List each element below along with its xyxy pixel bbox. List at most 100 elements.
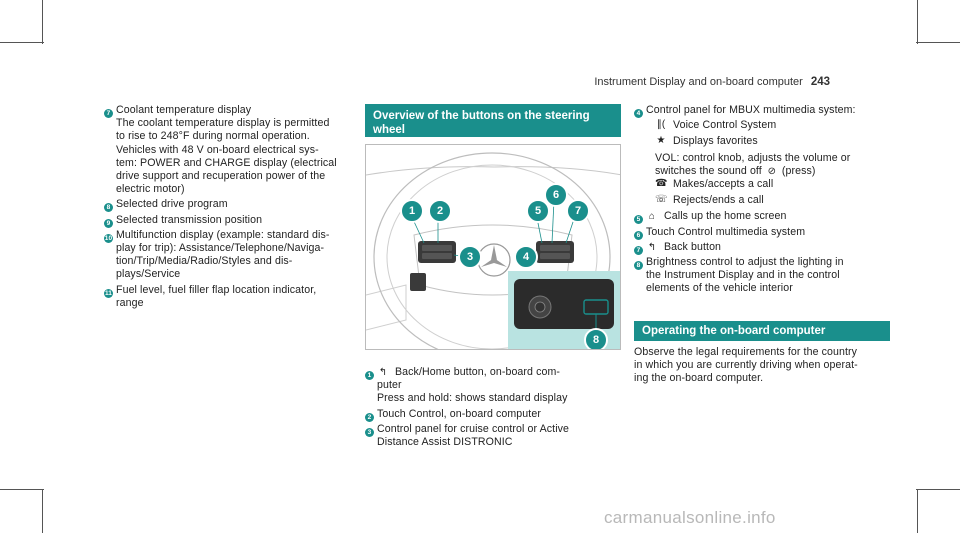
number-label: 7: [634, 245, 643, 255]
number-label: 2: [365, 412, 374, 422]
callout-3: 3: [458, 245, 482, 269]
item-line: tem: POWER and CHARGE display (electrica…: [116, 157, 354, 170]
item-line: the Instrument Display and in the contro…: [646, 269, 890, 282]
item-number-badge: 7: [634, 243, 646, 255]
item-number-badge: 4: [634, 106, 646, 118]
number-label: 11: [104, 288, 113, 298]
line-text: Brightness control to adjust the lightin…: [646, 256, 844, 269]
sub-item-text: Voice Control System: [673, 119, 777, 132]
item-text: Selected transmission position: [116, 214, 354, 227]
section-banner-buttons: Overview of the buttons on the steering …: [365, 104, 621, 137]
line-text: The coolant temperature display is permi…: [116, 117, 330, 130]
paragraph-line: ing the on-board computer.: [634, 372, 764, 385]
crop-mark: [917, 489, 918, 533]
line-text: Touch Control, on-board computer: [377, 407, 541, 420]
item-line: ⌂ Calls up the home screen: [646, 210, 890, 223]
item-text: Control panel for MBUX multimedia system…: [646, 104, 856, 116]
line-text: tem: POWER and CHARGE display (electrica…: [116, 156, 337, 169]
item-text: ⌂ Calls up the home screen: [646, 210, 890, 223]
page-number: 243: [810, 76, 830, 88]
item-text: Control panel for cruise control or Acti…: [377, 423, 621, 449]
item-number-badge: 8: [104, 200, 116, 213]
voice-control-icon: ∥(: [656, 119, 666, 131]
item-text: Touch Control, on-board computer: [377, 408, 621, 421]
line-text: Back/Home button, on-board com-: [395, 366, 561, 378]
line-text: range: [116, 296, 144, 309]
line-text: Calls up the home screen: [664, 210, 787, 223]
sub-item: ☎Makes/accepts a call: [655, 178, 890, 191]
item-text: Multifunction display (example: standard…: [116, 229, 354, 282]
number-label: 9: [104, 218, 113, 228]
phone-accept-icon: ☎: [655, 178, 668, 190]
line-text: plays/Service: [116, 268, 181, 281]
number-label: 8: [104, 203, 113, 213]
line-text: to rise to 248°F during normal operation…: [116, 130, 310, 143]
item-line: The coolant temperature display is permi…: [116, 117, 354, 130]
line-text: Touch Control multimedia system: [646, 225, 806, 238]
home-icon: ⌂: [648, 211, 656, 223]
mute-icon: ⊘: [767, 165, 777, 177]
line-text: Control panel for cruise control or Acti…: [377, 422, 570, 435]
line-text: electric motor): [116, 183, 185, 196]
list-item: 5 ⌂ Calls up the home screen: [634, 210, 890, 225]
page-header: Instrument Display and on-board computer…: [594, 76, 830, 88]
line-text: Press and hold: shows standard display: [377, 392, 568, 405]
sub-item: ☏Rejects/ends a call: [655, 194, 890, 207]
line-text: Back button: [664, 240, 722, 253]
line-text: Multifunction display (example: standard…: [116, 228, 330, 241]
line-text: Fuel level, fuel filler flap location in…: [116, 283, 317, 296]
item-number-badge: 8: [634, 258, 646, 271]
item-number-badge: 1: [365, 368, 377, 380]
item-number-badge: 5: [634, 212, 646, 225]
crop-mark: [42, 0, 43, 44]
item-line: Coolant temperature display: [116, 104, 354, 117]
paragraph-line: in which you are currently driving when …: [634, 359, 858, 372]
crop-mark: [0, 489, 44, 490]
header-title: Instrument Display and on-board computer: [594, 76, 803, 88]
item-text: Brightness control to adjust the lightin…: [646, 256, 890, 296]
item-text: ↰Back button: [646, 241, 890, 254]
sub-item: VOL: control knob, adjusts the volume or: [655, 152, 890, 165]
item-number-badge: 3: [365, 425, 377, 437]
line-text: elements of the vehicle interior: [646, 282, 793, 295]
list-item: 7↰Back button: [634, 241, 890, 255]
item-line: drive support and recuperation power of …: [116, 170, 354, 183]
line-text: Coolant temperature display: [116, 104, 252, 116]
sub-item: ∥( Voice Control System: [655, 119, 890, 132]
phone-end-icon: ☏: [655, 194, 668, 206]
line-text: the Instrument Display and in the contro…: [646, 269, 840, 282]
item-line: Touch Control, on-board computer: [377, 408, 621, 421]
item-line: to rise to 248°F during normal operation…: [116, 130, 354, 143]
item-line: ↰Back/Home button, on-board com-: [377, 366, 621, 379]
item-number-badge: 7: [104, 106, 116, 118]
callout-8: 8: [584, 328, 608, 349]
item-line: range: [116, 297, 354, 310]
crop-mark: [42, 489, 43, 533]
item-line: play for trip): Assistance/Telephone/Nav…: [116, 242, 354, 255]
line-text: play for trip): Assistance/Telephone/Nav…: [116, 242, 325, 255]
line-text: puter: [377, 379, 402, 392]
crop-mark: [916, 489, 960, 490]
number-label: 5: [634, 215, 643, 225]
line-text: drive support and recuperation power of …: [116, 170, 326, 183]
crop-mark: [916, 42, 960, 43]
item-line: puter: [377, 379, 621, 392]
watermark: carmanualsonline.info: [604, 508, 776, 527]
item-text: Selected drive program: [116, 198, 354, 211]
item-number-badge: 2: [365, 410, 377, 422]
banner-title: Operating the on-board computer: [642, 325, 826, 337]
callout-2: 2: [428, 199, 452, 223]
star-icon: ★: [656, 135, 666, 147]
steering-wheel-figure: 1 2 3 4 5 6 7 8: [365, 144, 621, 350]
callout-1: 1: [400, 199, 424, 223]
